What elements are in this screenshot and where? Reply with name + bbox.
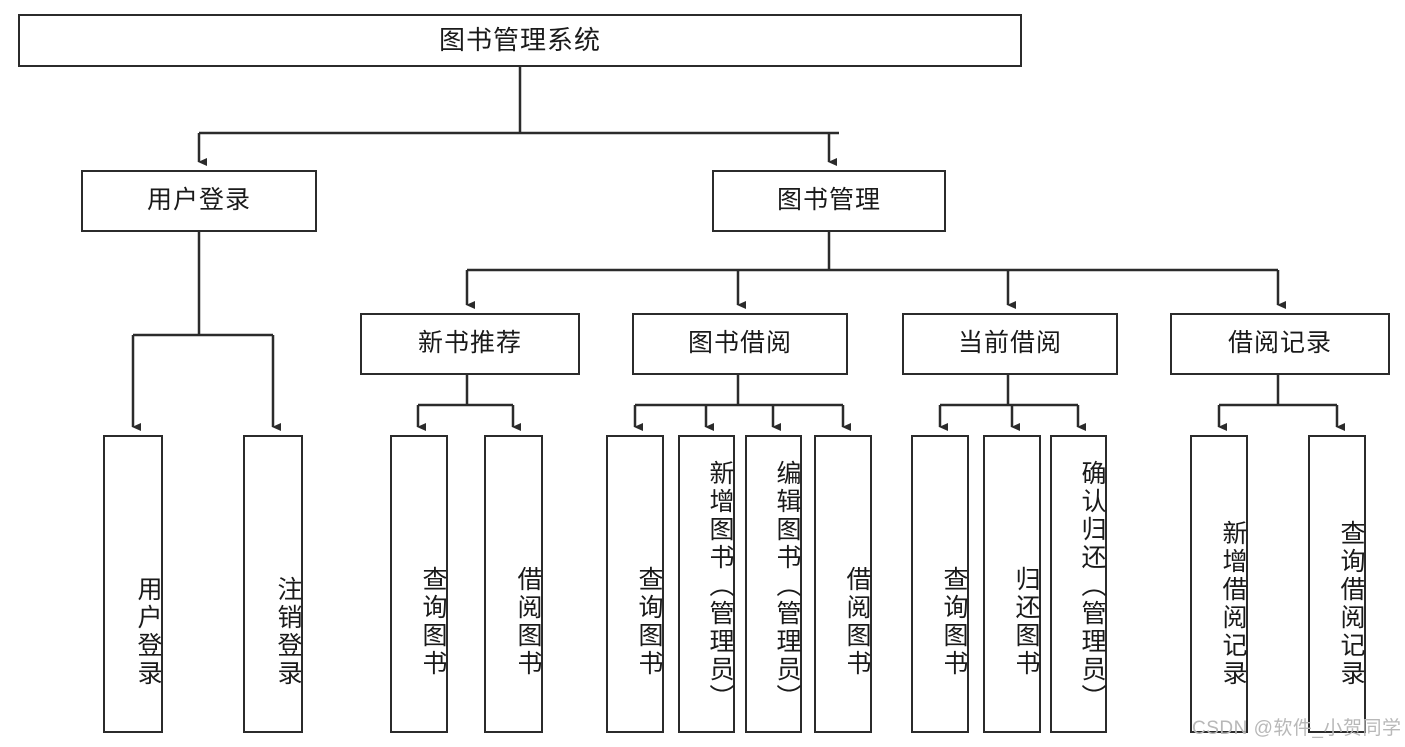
leaf-borrow-book-newbook[interactable]: 借阅图书: [484, 435, 543, 733]
node-book-borrow[interactable]: 图书借阅: [632, 313, 848, 375]
node-root-book-management-system[interactable]: 图书管理系统: [18, 14, 1022, 67]
leaf-query-borrow-record[interactable]: 查询借阅记录: [1308, 435, 1366, 733]
node-book-management[interactable]: 图书管理: [712, 170, 946, 232]
node-borrow-record[interactable]: 借阅记录: [1170, 313, 1390, 375]
node-user-login[interactable]: 用户登录: [81, 170, 317, 232]
leaf-return-book[interactable]: 归还图书: [983, 435, 1041, 733]
node-current-borrow[interactable]: 当前借阅: [902, 313, 1118, 375]
leaf-user-login[interactable]: 用户登录: [103, 435, 163, 733]
leaf-logout[interactable]: 注销登录: [243, 435, 303, 733]
csdn-watermark: CSDN @软件_小贺同学: [1192, 718, 1402, 739]
leaf-edit-book-admin[interactable]: 编辑图书（管理员）: [745, 435, 802, 733]
leaf-confirm-return-admin[interactable]: 确认归还（管理员）: [1050, 435, 1107, 733]
leaf-borrow-book[interactable]: 借阅图书: [814, 435, 872, 733]
leaf-query-book-current[interactable]: 查询图书: [911, 435, 969, 733]
leaf-query-book-borrow[interactable]: 查询图书: [606, 435, 664, 733]
leaf-query-book-newbook[interactable]: 查询图书: [390, 435, 448, 733]
leaf-add-borrow-record[interactable]: 新增借阅记录: [1190, 435, 1248, 733]
leaf-add-book-admin[interactable]: 新增图书（管理员）: [678, 435, 735, 733]
node-new-book-recommend[interactable]: 新书推荐: [360, 313, 580, 375]
